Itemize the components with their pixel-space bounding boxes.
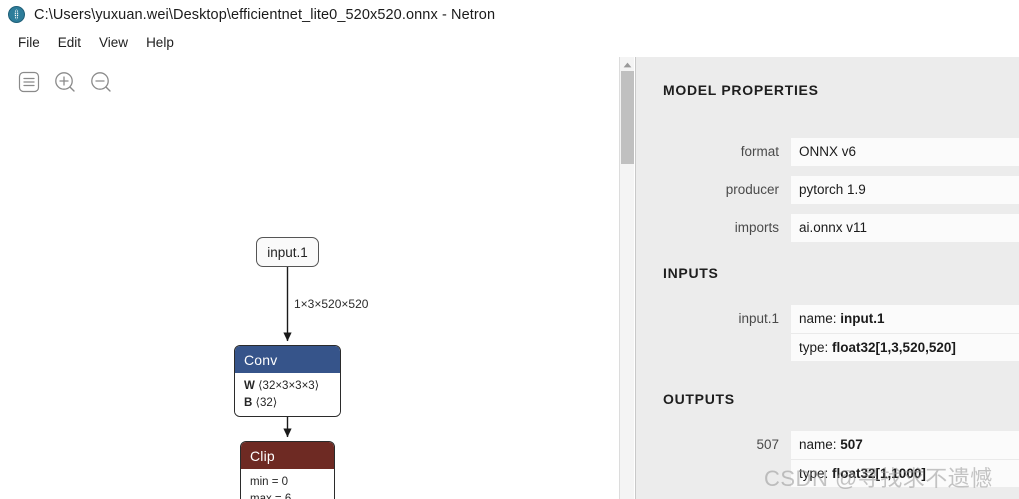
panel-splitter[interactable]: [635, 57, 636, 499]
property-label: format: [740, 144, 779, 159]
sidebar-scrollbar[interactable]: [619, 57, 634, 499]
graph-node-label: input.1: [267, 244, 308, 260]
output-type-prefix: type:: [799, 466, 833, 481]
graph-edges: [283, 267, 292, 438]
property-row-imports: imports ai.onnx v11: [663, 214, 1019, 242]
output-row-507: 507 name: 507 type: float32[1,1000]: [663, 431, 1019, 487]
attr-key: B: [244, 397, 253, 409]
output-name-value: name: 507: [791, 431, 1019, 459]
graph-node-header: Conv: [235, 346, 340, 373]
property-value: ai.onnx v11: [791, 214, 1019, 242]
menu-bar: File Edit View Help: [0, 29, 1019, 57]
input-type-value: type: float32[1,3,520,520]: [791, 333, 1019, 361]
property-value: pytorch 1.9: [791, 176, 1019, 204]
output-value-group: name: 507 type: float32[1,1000]: [791, 431, 1019, 487]
property-value-group: pytorch 1.9: [791, 176, 1019, 204]
netron-logo-icon: [8, 6, 25, 23]
menu-view[interactable]: View: [99, 35, 129, 50]
input-name-prefix: name:: [799, 311, 841, 326]
property-row-format: format ONNX v6: [663, 138, 1019, 166]
output-label: 507: [756, 437, 779, 452]
properties-sidebar: MODEL PROPERTIES format ONNX v6 producer…: [636, 57, 1019, 499]
output-type: float32[1,1000]: [832, 466, 926, 481]
scrollbar-thumb[interactable]: [621, 71, 634, 164]
output-name: 507: [840, 437, 863, 452]
input-name-value: name: input.1: [791, 305, 1019, 333]
graph-node-attr: min = 0: [250, 476, 289, 488]
input-name: input.1: [840, 311, 885, 326]
property-value: ONNX v6: [791, 138, 1019, 166]
graph-node-header: Clip: [241, 442, 334, 469]
section-title-inputs: INPUTS: [663, 265, 719, 281]
zoom-in-icon[interactable]: [52, 69, 78, 95]
property-label: producer: [725, 182, 779, 197]
input-label: input.1: [738, 311, 779, 326]
property-label: imports: [734, 220, 779, 235]
graph-node-input1[interactable]: input.1: [256, 237, 319, 267]
property-row-producer: producer pytorch 1.9: [663, 176, 1019, 204]
graph-node-attributes: W ⟨32×3×3×3⟩ B ⟨32⟩: [235, 373, 340, 416]
property-value-group: ONNX v6: [791, 138, 1019, 166]
graph-node-attr: max = 6: [250, 493, 292, 499]
property-value-group: ai.onnx v11: [791, 214, 1019, 242]
graph-node-attr: B ⟨32⟩: [244, 395, 331, 412]
menu-icon[interactable]: [16, 69, 42, 95]
attr-value: ⟨32×3×3×3⟩: [258, 380, 320, 392]
graph-canvas[interactable]: input.1 1×3×520×520 Conv W ⟨32×3×3×3⟩ B …: [0, 57, 612, 499]
output-name-prefix: name:: [799, 437, 841, 452]
title-bar: C:\Users\yuxuan.wei\Desktop\efficientnet…: [0, 0, 1019, 29]
output-type-value: type: float32[1,1000]: [791, 459, 1019, 487]
menu-help[interactable]: Help: [146, 35, 174, 50]
graph-toolbar: [16, 69, 114, 95]
graph-edge-label-tensor-shape: 1×3×520×520: [294, 297, 369, 311]
section-title-model-properties: MODEL PROPERTIES: [663, 82, 819, 98]
input-type: float32[1,3,520,520]: [832, 340, 956, 355]
zoom-out-icon[interactable]: [88, 69, 114, 95]
attr-key: W: [244, 380, 255, 392]
window-title: C:\Users\yuxuan.wei\Desktop\efficientnet…: [34, 6, 496, 23]
graph-node-attributes: min = 0 max = 6: [241, 469, 334, 499]
scroll-up-arrow-icon[interactable]: [620, 59, 635, 71]
input-type-prefix: type:: [799, 340, 833, 355]
attr-value: ⟨32⟩: [255, 397, 278, 409]
menu-edit[interactable]: Edit: [57, 35, 82, 50]
graph-node-clip-1[interactable]: Clip min = 0 max = 6: [240, 441, 335, 499]
input-row-input1: input.1 name: input.1 type: float32[1,3,…: [663, 305, 1019, 361]
model-graph: input.1 1×3×520×520 Conv W ⟨32×3×3×3⟩ B …: [0, 57, 612, 499]
section-title-outputs: OUTPUTS: [663, 391, 735, 407]
menu-file[interactable]: File: [18, 35, 40, 50]
input-value-group: name: input.1 type: float32[1,3,520,520]: [791, 305, 1019, 361]
graph-node-conv-1[interactable]: Conv W ⟨32×3×3×3⟩ B ⟨32⟩: [234, 345, 341, 417]
graph-node-attr: W ⟨32×3×3×3⟩: [244, 378, 331, 395]
